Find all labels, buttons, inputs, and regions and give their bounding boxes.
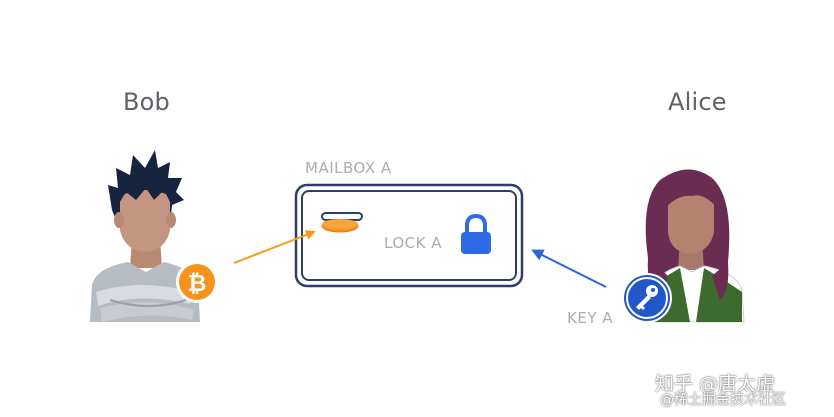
- svg-text:₿: ₿: [188, 271, 207, 297]
- mailbox-a: [294, 183, 524, 288]
- watermark-secondary: @稀土掘金技术社区: [660, 392, 786, 408]
- bitcoin-icon: ₿: [176, 261, 218, 303]
- lock-label: LOCK A: [384, 234, 442, 252]
- coin-slot-icon: [321, 212, 363, 233]
- arrow-alice-to-lock: [531, 249, 607, 288]
- bob-figure: [90, 150, 200, 322]
- bob-name: Bob: [123, 88, 170, 116]
- mailbox-label: MAILBOX A: [305, 159, 392, 177]
- key-label: KEY A: [567, 309, 614, 327]
- key-icon: [622, 273, 672, 323]
- arrow-bob-to-mailbox: [233, 230, 316, 264]
- alice-name: Alice: [668, 88, 727, 116]
- lock-icon: [461, 213, 491, 254]
- watermark-primary: 知乎 @唐太虚: [655, 373, 776, 395]
